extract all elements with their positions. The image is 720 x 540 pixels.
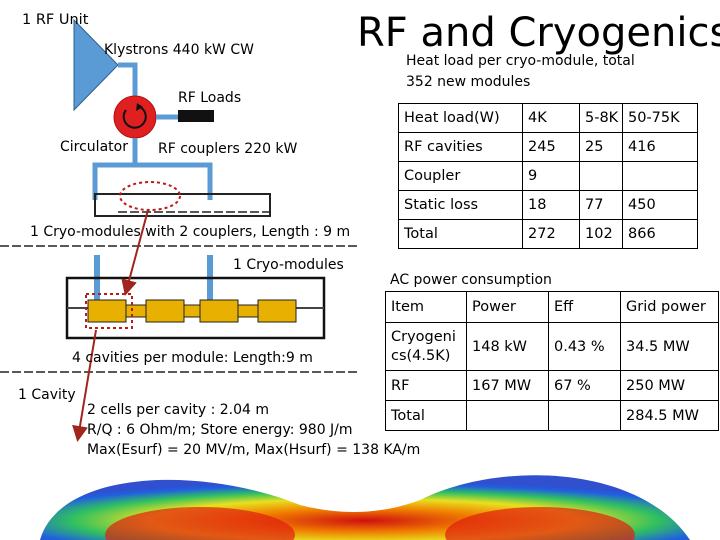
rf-unit-label: 1 RF Unit [22, 12, 89, 28]
table-cell: 167 MW [466, 370, 549, 401]
cryo-module-small-box [94, 193, 271, 217]
table-cell: 77 [579, 190, 623, 220]
table-cell: 284.5 MW [620, 400, 719, 431]
table-cell: 272 [522, 219, 580, 249]
table-cell: RF cavities [398, 132, 523, 162]
rf-load-icon [178, 110, 214, 122]
table-row: Total 272 102 866 [398, 219, 698, 249]
table-cell: 245 [522, 132, 580, 162]
table-cell: Coupler [398, 161, 523, 191]
table-cell: 416 [622, 132, 698, 162]
heat-load-caption-2: 352 new modules [406, 74, 531, 90]
table-cell [466, 400, 549, 431]
table-cell: 102 [579, 219, 623, 249]
table-cell [622, 161, 698, 191]
klystron-icon [73, 18, 119, 112]
table-cell: Heat load(W) [398, 103, 523, 133]
page-title: RF and Cryogenics [357, 10, 720, 56]
heat-load-table: Heat load(W) 4K 5-8K 50-75K RF cavities … [398, 103, 698, 249]
table-row: Coupler 9 [398, 161, 698, 191]
table-cell: Power [466, 291, 549, 323]
table-cell: 148 kW [466, 322, 549, 371]
table-row: RF 167 MW 67 % 250 MW [385, 370, 719, 401]
circulator-icon [113, 95, 157, 139]
table-row: RF cavities 245 25 416 [398, 132, 698, 162]
table-cell: 50-75K [622, 103, 698, 133]
klystrons-label: Klystrons 440 kW CW [104, 42, 254, 58]
table-cell: Grid power [620, 291, 719, 323]
cavity-spec-2: R/Q : 6 Ohm/m; Store energy: 980 J/m [87, 422, 353, 438]
table-row: Total 284.5 MW [385, 400, 719, 431]
coupler-highlight [119, 181, 181, 211]
table-cell: Total [398, 219, 523, 249]
cavity-highlight [85, 293, 133, 329]
cryo-module-label: 1 Cryo-modules [233, 257, 344, 273]
table-cell: 4K [522, 103, 580, 133]
cavity-spec-3: Max(Esurf) = 20 MV/m, Max(Hsurf) = 138 K… [87, 442, 421, 458]
table-cell: 866 [622, 219, 698, 249]
table-cell: Eff [548, 291, 621, 323]
rf-loads-label: RF Loads [178, 90, 242, 106]
circulator-label: Circulator [60, 139, 128, 155]
table-row: Heat load(W) 4K 5-8K 50-75K [398, 103, 698, 133]
ac-power-caption: AC power consumption [390, 272, 552, 288]
table-row: Cryogeni cs(4.5K) 148 kW 0.43 % 34.5 MW [385, 322, 719, 371]
ac-power-table: Item Power Eff Grid power Cryogeni cs(4.… [385, 291, 719, 431]
table-row: Item Power Eff Grid power [385, 291, 719, 323]
cryo-modules-caption: 1 Cryo-modules with 2 couplers, Length :… [30, 224, 351, 240]
table-cell: 34.5 MW [620, 322, 719, 371]
table-cell: 250 MW [620, 370, 719, 401]
table-cell [548, 400, 621, 431]
table-cell [579, 161, 623, 191]
cavity-label: 1 Cavity [18, 387, 76, 403]
table-cell: 67 % [548, 370, 621, 401]
cryo-module-caption: 4 cavities per module: Length:9 m [72, 350, 313, 366]
cavity-spec-1: 2 cells per cavity : 2.04 m [87, 402, 269, 418]
table-cell: RF [385, 370, 467, 401]
table-cell: Static loss [398, 190, 523, 220]
table-cell: 0.43 % [548, 322, 621, 371]
table-cell: Total [385, 400, 467, 431]
table-row: Static loss 18 77 450 [398, 190, 698, 220]
table-cell: 5-8K [579, 103, 623, 133]
table-cell: Cryogeni cs(4.5K) [385, 322, 467, 371]
rf-couplers-label: RF couplers 220 kW [158, 141, 298, 157]
heat-load-caption-1: Heat load per cryo-module, total [406, 53, 635, 69]
table-cell: 9 [522, 161, 580, 191]
table-cell: 18 [522, 190, 580, 220]
table-cell: Item [385, 291, 467, 323]
table-cell: 25 [579, 132, 623, 162]
table-cell: 450 [622, 190, 698, 220]
